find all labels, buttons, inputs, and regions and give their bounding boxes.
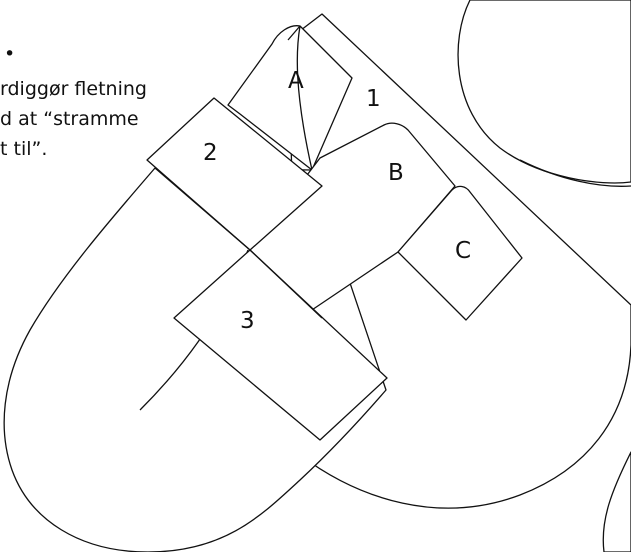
instruction-line-2: d at “stramme <box>0 108 139 130</box>
label-strip-3: 3 <box>240 308 255 334</box>
label-strip-1: 1 <box>366 86 381 112</box>
instruction-bullet: • <box>4 43 15 65</box>
neighbor-heart-bottom <box>603 452 631 552</box>
label-strip-a: A <box>288 68 304 94</box>
instruction-line-3: t til”. <box>0 138 47 160</box>
label-strip-b: B <box>388 160 404 186</box>
instruction-line-1: rdiggør fletning <box>0 78 147 100</box>
neighbor-heart-top <box>458 0 631 186</box>
label-strip-c: C <box>455 238 471 264</box>
label-strip-2: 2 <box>203 140 218 166</box>
instruction-text: • rdiggør fletning d at “stramme t til”. <box>0 43 147 160</box>
